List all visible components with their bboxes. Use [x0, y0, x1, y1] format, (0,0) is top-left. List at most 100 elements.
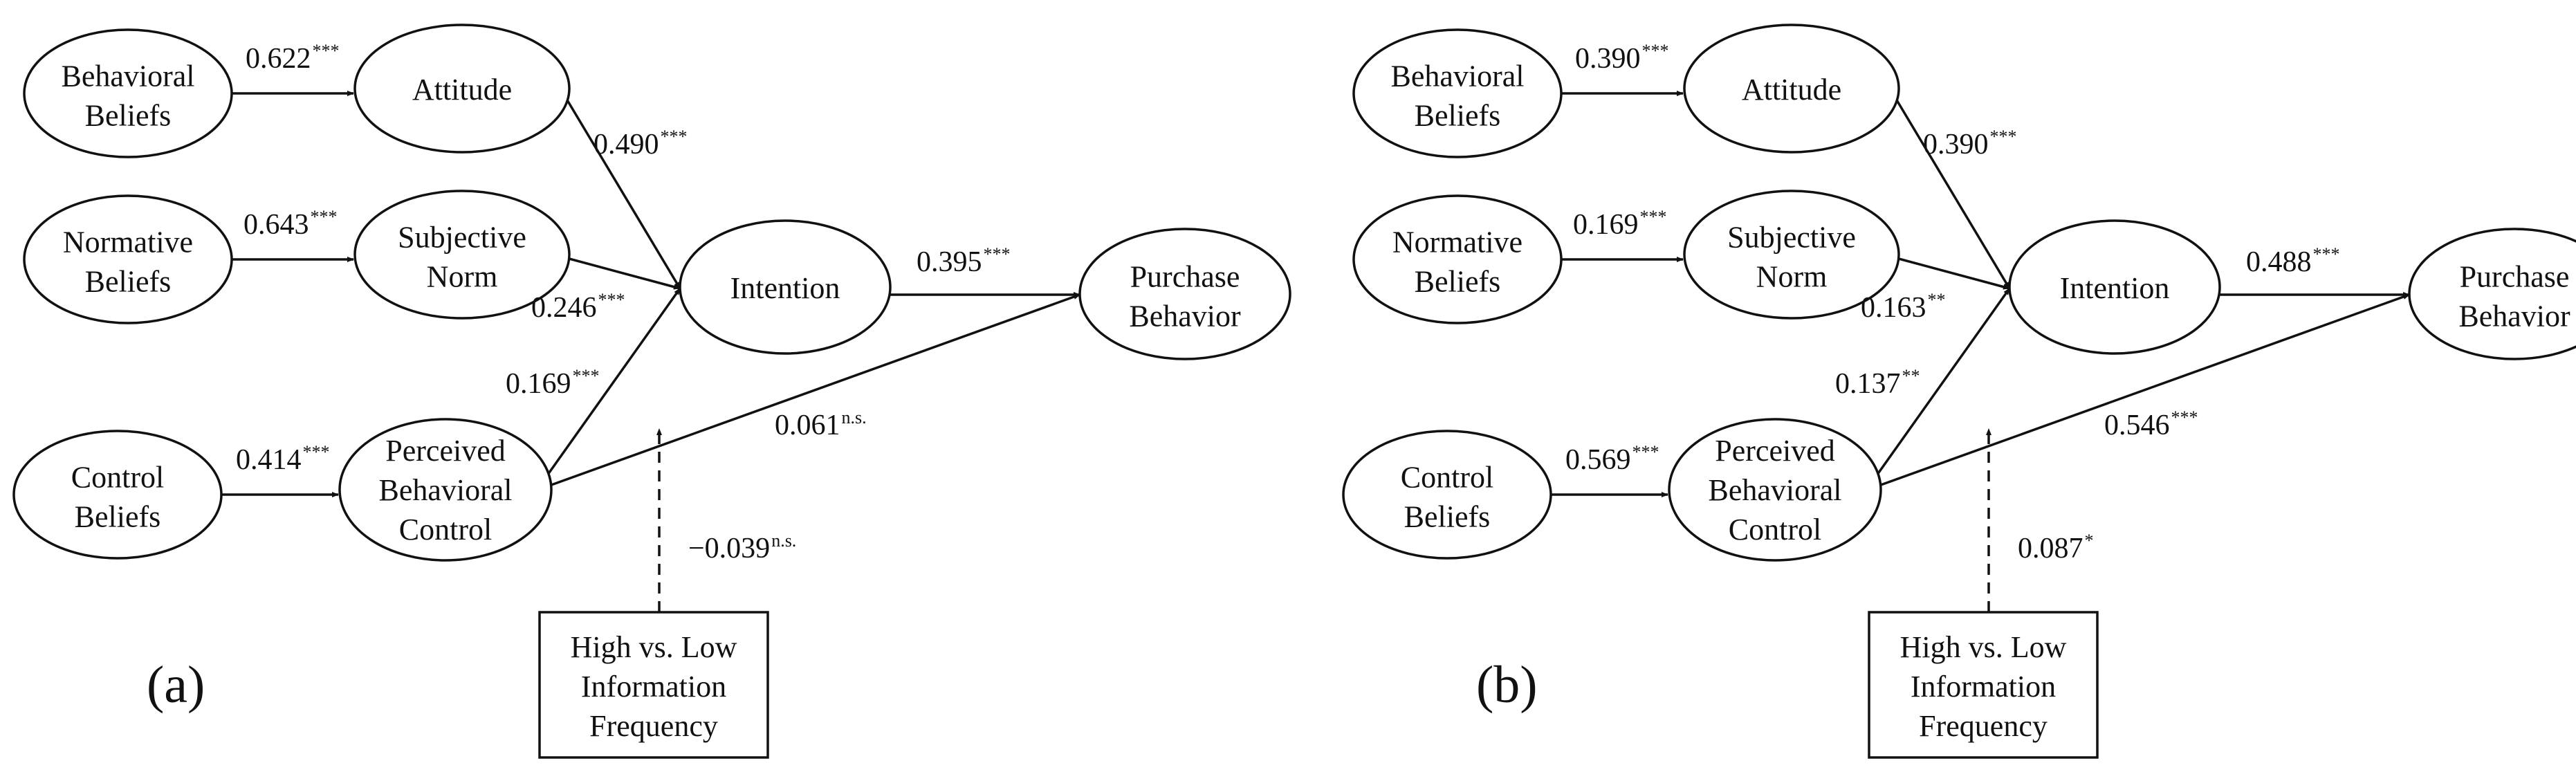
node-label-line: Subjective [1727, 221, 1856, 255]
node-att: Attitude [353, 24, 571, 154]
coef-significance: *** [303, 442, 330, 462]
coef-significance: *** [1640, 207, 1667, 227]
moderator-box [1868, 611, 2099, 759]
node-label: Intention [730, 271, 840, 305]
panel-label: (b) [1476, 656, 1538, 714]
coef-sn-int: 0.163** [1861, 290, 1946, 324]
moderator-box [538, 611, 769, 759]
node-int: Intention [2008, 219, 2221, 355]
coef-significance: *** [2171, 407, 2198, 428]
node-ellipse [23, 194, 233, 324]
node-ellipse [12, 430, 223, 560]
coef-significance: *** [661, 127, 688, 147]
coef-int-pb: 0.488*** [2246, 244, 2340, 278]
coef-int-pb: 0.395*** [917, 244, 1011, 278]
node-ellipse [2408, 228, 2576, 360]
node-label-line: Behavior [1129, 300, 1241, 333]
coef-significance: ** [1928, 290, 1946, 310]
coef-value: 0.087 [2018, 533, 2083, 564]
coef-att-int: 0.390*** [1923, 127, 2017, 160]
coef-cb-pbc: 0.414*** [236, 442, 330, 476]
node-label-line: Control [1729, 513, 1821, 546]
node-label-line: Beliefs [85, 265, 172, 299]
node-label-line: High vs. Low [1900, 630, 2067, 664]
node-label-line: Perceived [1715, 434, 1834, 468]
node-ellipse [1668, 418, 1882, 562]
coef-bb-att: 0.622*** [246, 41, 340, 75]
coef-significance: *** [2313, 244, 2340, 264]
coef-mod: 0.087* [2018, 531, 2094, 564]
node-label-line: Behavioral [61, 59, 194, 93]
node-label-line: Normative [1392, 226, 1522, 259]
coef-value: 0.246 [531, 292, 597, 324]
coef-nb-sn: 0.169*** [1573, 207, 1667, 241]
coef-significance: *** [984, 244, 1011, 264]
coef-pbc-pb: 0.546*** [2104, 407, 2198, 441]
node-label-line: Beliefs [85, 99, 172, 133]
node-att: Attitude [1683, 24, 1900, 154]
coef-value: 0.546 [2104, 410, 2170, 441]
coef-significance: n.s. [771, 531, 796, 551]
coef-cb-pbc: 0.569*** [1565, 442, 1659, 476]
node-label-line: Normative [63, 226, 193, 259]
node-ellipse [1352, 28, 1563, 158]
node-label-line: Information [581, 670, 726, 704]
coef-value: 0.569 [1565, 444, 1631, 476]
coef-pbc-int: 0.169*** [506, 366, 600, 400]
node-ellipse [1683, 24, 1900, 154]
coef-value: 0.137 [1835, 368, 1901, 400]
node-label-line: Intention [730, 271, 840, 305]
coef-value: 0.163 [1861, 292, 1926, 324]
coef-value: 0.169 [1573, 209, 1639, 241]
node-label-line: Behavioral [378, 473, 512, 507]
path-arrow-sn-int [558, 255, 681, 290]
coef-value: 0.395 [917, 246, 982, 278]
node-label-line: Control [399, 513, 492, 546]
path-arrow-att-int [561, 91, 681, 289]
node-label-line: Perceived [385, 434, 505, 468]
coef-value: 0.061 [775, 410, 840, 441]
node-ellipse [353, 190, 571, 320]
node-label-line: Purchase [1130, 260, 1240, 294]
node-label-line: Behavioral [1708, 473, 1841, 507]
coef-value: 0.390 [1575, 43, 1641, 75]
coef-att-int: 0.490*** [594, 127, 688, 160]
coef-bb-att: 0.390*** [1575, 41, 1669, 75]
node-label: Intention [2060, 271, 2170, 305]
coef-significance: *** [598, 290, 625, 310]
coef-significance: *** [573, 366, 600, 386]
node-int: Intention [679, 219, 892, 355]
coef-significance: n.s. [842, 407, 867, 428]
node-label-line: Behavioral [1390, 59, 1524, 93]
coef-value: 0.414 [236, 444, 302, 476]
node-ellipse [1352, 194, 1563, 324]
node-label-line: Purchase [2460, 260, 2570, 294]
node-label-line: Norm [1756, 260, 1828, 294]
node-label-line: Control [71, 461, 164, 495]
node-label-line: Subjective [398, 221, 526, 255]
coef-value: 0.488 [2246, 246, 2312, 278]
panel-label: (a) [147, 656, 205, 714]
